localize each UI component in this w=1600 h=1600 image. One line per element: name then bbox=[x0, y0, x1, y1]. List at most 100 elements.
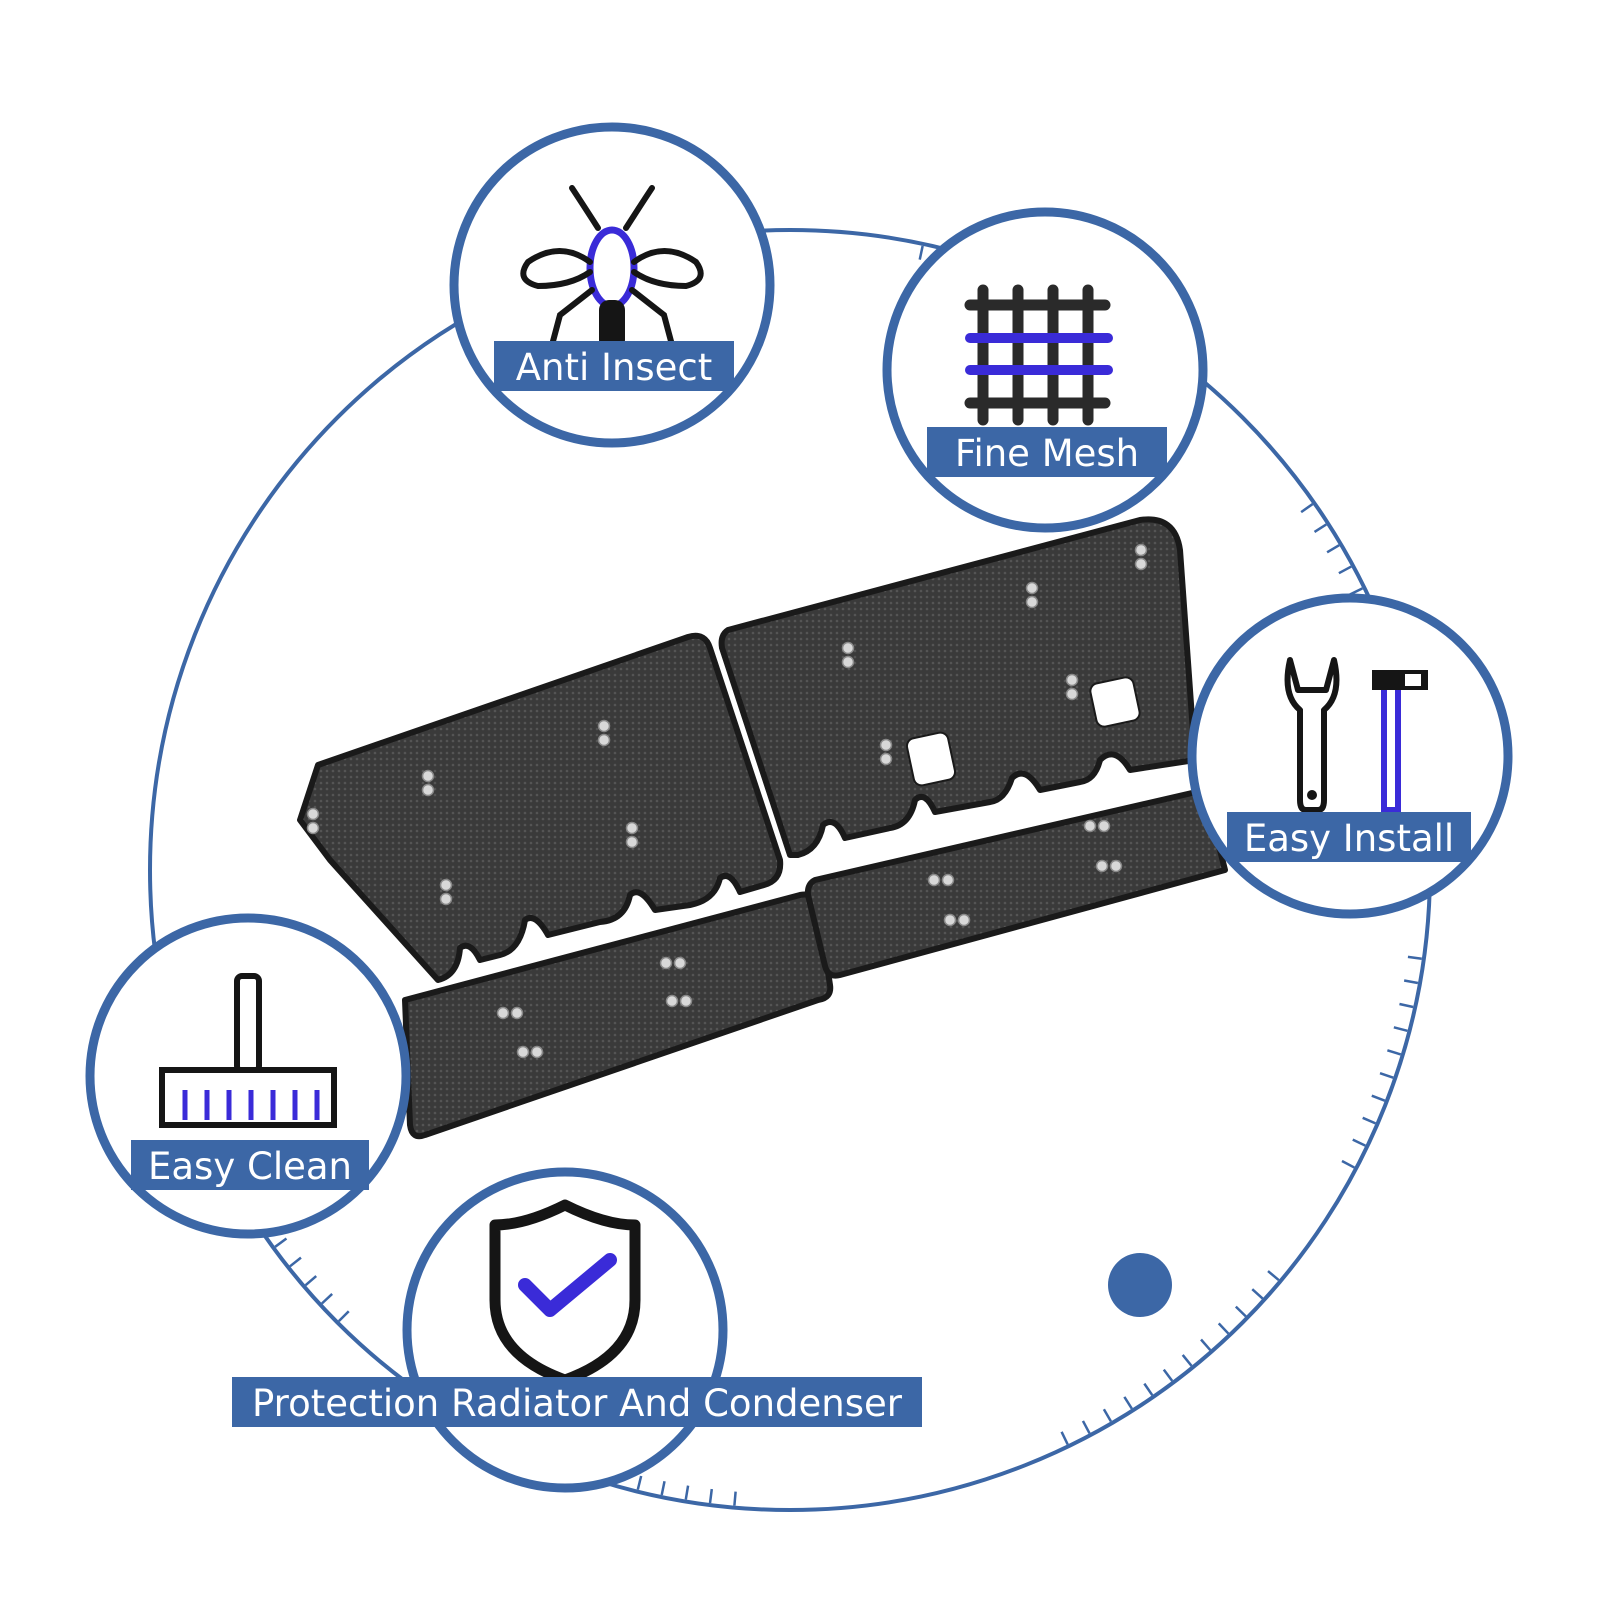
feature-label: Easy Install bbox=[1244, 817, 1454, 860]
ring-tick bbox=[337, 1310, 350, 1323]
mesh-fastener bbox=[625, 835, 639, 849]
mesh-fastener bbox=[927, 873, 941, 887]
ring-tick bbox=[708, 1488, 714, 1504]
feature-label: Protection Radiator And Condenser bbox=[252, 1382, 903, 1425]
ring-tick bbox=[1300, 503, 1314, 514]
feature-label: Anti Insect bbox=[516, 346, 713, 389]
mesh-fastener bbox=[1025, 595, 1039, 609]
mesh-fastener bbox=[421, 769, 435, 783]
mesh-panel-upper-right bbox=[718, 516, 1198, 858]
mesh-fastener bbox=[439, 878, 453, 892]
feature-label-bg bbox=[232, 1377, 922, 1427]
mesh-fastener bbox=[306, 821, 320, 835]
ring-tick bbox=[1200, 1338, 1212, 1351]
mesh-fastener bbox=[530, 1045, 544, 1059]
ring-tick bbox=[1407, 955, 1422, 961]
brush-bristles bbox=[182, 1090, 320, 1120]
mesh-fastener bbox=[1025, 581, 1039, 595]
ring-tick bbox=[274, 1237, 288, 1248]
ring-tick bbox=[1162, 1368, 1174, 1382]
ring-tick bbox=[1217, 1322, 1230, 1335]
ring-tick bbox=[289, 1256, 302, 1268]
ring-tick bbox=[1326, 544, 1340, 554]
mesh-fastener bbox=[421, 783, 435, 797]
mesh-panel-upper-left bbox=[297, 632, 784, 983]
ring-tick bbox=[321, 1293, 334, 1305]
ring-tick bbox=[1379, 1071, 1394, 1079]
feature-label-bg bbox=[927, 427, 1167, 477]
mesh-fastener bbox=[625, 821, 639, 835]
mesh-fastener bbox=[679, 994, 693, 1008]
mesh-fastener bbox=[510, 1006, 524, 1020]
grid-mesh-icon bbox=[964, 284, 1113, 426]
ring-tick bbox=[1234, 1305, 1247, 1318]
feature-label-bg bbox=[1227, 812, 1471, 862]
mesh-fastener bbox=[943, 913, 957, 927]
feature-label-bg bbox=[494, 341, 734, 391]
ring-tick bbox=[1352, 1138, 1366, 1147]
mesh-cutout-b bbox=[1089, 676, 1141, 728]
ring-tick bbox=[1313, 523, 1327, 534]
mesh-fastener bbox=[879, 738, 893, 752]
ring-tick bbox=[1251, 1288, 1264, 1300]
mesh-fastener bbox=[1134, 557, 1148, 571]
wrench-icon bbox=[1284, 657, 1340, 813]
checkmark-icon bbox=[518, 1253, 617, 1317]
mesh-fastener bbox=[665, 994, 679, 1008]
ring-tick bbox=[1102, 1408, 1113, 1423]
mesh-panel-lower-right bbox=[804, 787, 1228, 979]
ring-tick bbox=[1060, 1431, 1069, 1445]
ring-tick bbox=[1349, 587, 1364, 596]
ring-tick bbox=[1081, 1420, 1091, 1434]
feature-protection: Protection Radiator And Condenser bbox=[232, 1167, 922, 1493]
ring-tick bbox=[684, 1485, 690, 1500]
mesh-fastener bbox=[659, 956, 673, 970]
insect-icon bbox=[520, 185, 704, 350]
ring-tick bbox=[918, 245, 924, 260]
ring-tick bbox=[1123, 1396, 1133, 1410]
feature-fine-mesh: Fine Mesh bbox=[882, 207, 1208, 533]
mesh-fastener bbox=[306, 807, 320, 821]
mesh-cutout-a bbox=[905, 731, 957, 787]
ring-tick bbox=[1338, 565, 1352, 575]
ring-tick bbox=[1341, 1159, 1355, 1169]
ring-tick bbox=[733, 1491, 737, 1506]
mesh-fastener bbox=[673, 956, 687, 970]
ring-tick bbox=[304, 1275, 318, 1287]
mesh-fastener bbox=[841, 641, 855, 655]
mesh-fastener bbox=[1109, 859, 1123, 873]
ring-tick bbox=[1362, 1116, 1377, 1125]
ring-tick bbox=[1399, 1002, 1414, 1009]
brush-icon bbox=[159, 973, 337, 1128]
product-mesh-panels bbox=[297, 516, 1228, 1140]
mesh-fastener bbox=[1095, 859, 1109, 873]
ring-tick bbox=[1181, 1354, 1193, 1367]
mesh-fastener bbox=[1083, 819, 1097, 833]
mesh-fastener bbox=[957, 913, 971, 927]
ring-tick bbox=[1371, 1094, 1386, 1102]
ring-tick bbox=[1393, 1026, 1408, 1033]
mesh-fastener bbox=[1065, 673, 1079, 687]
feature-easy-clean: Easy Clean bbox=[85, 913, 411, 1239]
mesh-fastener bbox=[1097, 819, 1111, 833]
mesh-fastener bbox=[597, 733, 611, 747]
feature-label: Easy Clean bbox=[148, 1145, 352, 1188]
ring-tick bbox=[1403, 979, 1419, 985]
mesh-fastener bbox=[841, 655, 855, 669]
ring-tick bbox=[660, 1481, 666, 1496]
feature-anti-insect: Anti Insect bbox=[449, 122, 775, 448]
mesh-fastener bbox=[879, 752, 893, 766]
wrench-hammer-icon bbox=[1284, 657, 1428, 813]
mesh-fastener bbox=[597, 719, 611, 733]
ring-tick bbox=[636, 1475, 643, 1490]
mesh-fastener bbox=[496, 1006, 510, 1020]
feature-label: Fine Mesh bbox=[955, 432, 1139, 475]
ring-tick bbox=[1387, 1049, 1402, 1056]
mesh-fastener bbox=[1065, 687, 1079, 701]
feature-easy-install: Easy Install bbox=[1187, 593, 1513, 919]
mesh-fastener bbox=[941, 873, 955, 887]
mesh-fasteners bbox=[306, 543, 1148, 1059]
mesh-fastener bbox=[1134, 543, 1148, 557]
feature-label-bg bbox=[131, 1140, 369, 1190]
